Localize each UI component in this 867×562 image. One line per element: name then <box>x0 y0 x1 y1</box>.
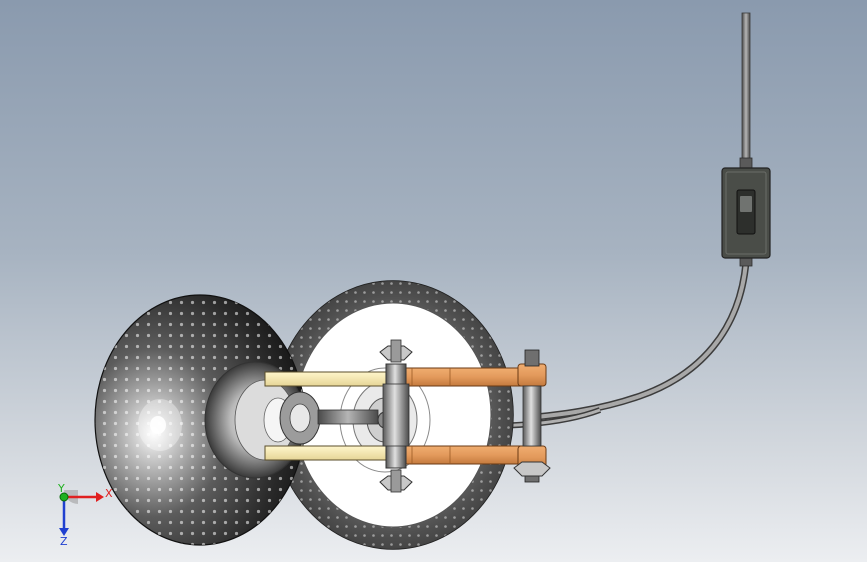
view-triad[interactable]: X Y Z <box>57 482 113 548</box>
spherical-reflector[interactable] <box>90 290 310 550</box>
plug-rod[interactable] <box>739 12 753 169</box>
lower-clamp-bar[interactable] <box>264 445 406 461</box>
triad-y-axis <box>59 492 69 502</box>
pivot-post[interactable] <box>382 363 410 469</box>
wing-nut[interactable] <box>379 339 551 493</box>
lower-bracket-plate[interactable] <box>399 445 526 465</box>
triad-x-label: X <box>105 487 113 500</box>
triad-x-arrow-icon <box>96 492 104 502</box>
upper-bracket-plate[interactable] <box>399 367 526 387</box>
inline-switch[interactable] <box>721 167 771 259</box>
triad-y-label: Y <box>57 482 65 495</box>
triad-z-arrow-icon <box>59 528 69 536</box>
lamp-neck[interactable] <box>279 391 379 445</box>
triad-z-label: Z <box>60 535 68 548</box>
